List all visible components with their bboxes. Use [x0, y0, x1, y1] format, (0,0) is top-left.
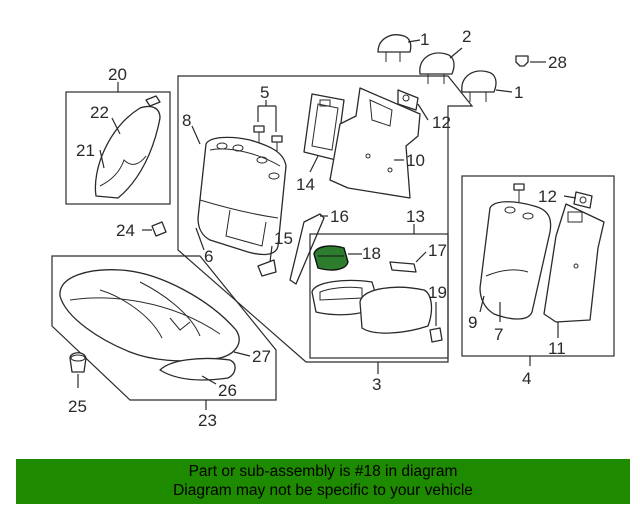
callout-27: 27	[252, 347, 271, 366]
callout-14: 14	[296, 175, 315, 194]
callout-20: 20	[108, 65, 127, 84]
rear-panel-right	[543, 203, 605, 323]
hook-24	[151, 221, 167, 237]
armrest-body	[311, 279, 433, 334]
part-18-highlighted	[313, 245, 349, 271]
parts-diagram: 1 2 28 1 20 22 21 3 5 8 6 14	[51, 27, 615, 430]
callout-3: 3	[372, 375, 381, 394]
callout-8: 8	[182, 111, 191, 130]
callout-12-right: 12	[538, 187, 557, 206]
info-banner: Part or sub-assembly is #18 in diagram D…	[16, 459, 630, 504]
bolt-right	[513, 183, 525, 202]
banner-line-1: Part or sub-assembly is #18 in diagram	[188, 463, 458, 480]
callout-12-top: 12	[432, 113, 451, 132]
latch-bracket-top	[397, 89, 419, 111]
callout-28: 28	[548, 53, 567, 72]
latch-17	[389, 261, 417, 273]
bracket-15	[257, 259, 277, 277]
callout-7: 7	[494, 325, 503, 344]
headrest-center	[419, 52, 455, 84]
callout-11: 11	[548, 339, 566, 358]
callout-13: 13	[406, 207, 425, 226]
callout-15: 15	[274, 229, 293, 248]
callout-24: 24	[116, 221, 135, 240]
callout-2: 2	[462, 27, 471, 46]
callout-4: 4	[522, 369, 531, 388]
callout-5: 5	[260, 83, 269, 102]
seat-cushion	[59, 269, 240, 381]
callout-9: 9	[468, 313, 477, 332]
callout-1-right: 1	[514, 83, 523, 102]
clip-28	[515, 55, 529, 67]
headrest-right	[461, 70, 497, 102]
seatback-right	[479, 201, 552, 320]
callout-23: 23	[198, 411, 217, 430]
box-23	[51, 255, 277, 401]
callout-1-top: 1	[420, 30, 429, 49]
box-4	[461, 175, 615, 357]
callout-19: 19	[428, 283, 447, 302]
callout-18: 18	[362, 244, 381, 263]
latch-bracket-right	[573, 191, 593, 209]
callout-10: 10	[406, 151, 425, 170]
headrest-left	[377, 34, 412, 62]
callout-6: 6	[204, 247, 213, 266]
seatback-frame	[197, 136, 287, 256]
banner-line-2: Diagram may not be specific to your vehi…	[173, 482, 473, 499]
callout-25: 25	[68, 397, 87, 416]
callout-26: 26	[218, 381, 237, 400]
rear-panel	[329, 87, 421, 199]
grommet-25	[69, 352, 87, 373]
box-13	[309, 233, 449, 359]
callout-17: 17	[428, 241, 447, 260]
callout-16: 16	[330, 207, 349, 226]
callout-21: 21	[76, 141, 95, 160]
callout-22: 22	[90, 103, 109, 122]
clip-19	[429, 327, 443, 343]
side-bolster	[94, 95, 161, 199]
